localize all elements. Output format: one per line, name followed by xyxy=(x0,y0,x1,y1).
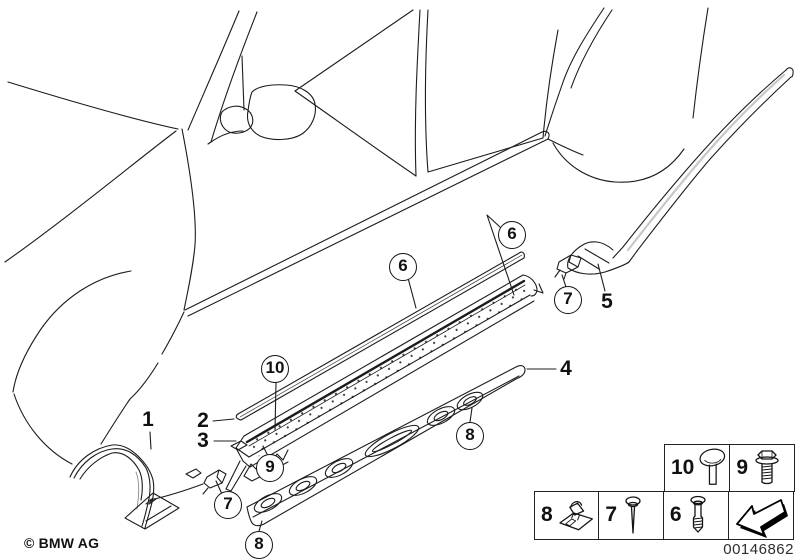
callout-9-bracket[interactable]: 9 xyxy=(256,454,284,482)
legend-cell-6[interactable]: 6 xyxy=(662,490,730,540)
callout-8-sill-cover-end[interactable]: 8 xyxy=(245,531,273,559)
image-number-text: 00146862 xyxy=(723,541,794,558)
legend-number-8: 8 xyxy=(541,503,553,526)
part-1-front-wheel-arch-trim xyxy=(69,444,204,530)
callout-8-sill-cover[interactable]: 8 xyxy=(456,422,484,450)
expanding-rivet-icon xyxy=(625,496,641,534)
part-4-sill-cover xyxy=(246,365,526,527)
hex-flange-screw-icon xyxy=(755,450,779,485)
legend-number-10: 10 xyxy=(671,456,695,479)
label-5-rear-arch-trim[interactable]: 5 xyxy=(601,290,613,313)
legend-number-6: 6 xyxy=(669,503,682,526)
car-body-outline xyxy=(4,7,709,465)
direction-of-travel-arrow-icon xyxy=(736,499,789,538)
side-mirror xyxy=(219,84,316,141)
copyright-text: © BMW AG xyxy=(24,535,100,551)
legend-row-bottom: 8 7 6 xyxy=(534,490,795,540)
legend-number-7: 7 xyxy=(605,503,618,526)
callout-10-board[interactable]: 10 xyxy=(261,355,289,383)
body-clip-icon xyxy=(558,501,593,531)
legend-number-9: 9 xyxy=(736,456,749,479)
label-3-seal-strip[interactable]: 3 xyxy=(197,429,209,452)
clip-part-7-front xyxy=(185,468,227,495)
part-2-sill-strip xyxy=(235,251,525,421)
carriage-bolt-icon xyxy=(699,448,726,485)
clip-part-7-rear xyxy=(554,254,582,280)
screw-rivet-icon xyxy=(689,495,706,533)
legend-cell-8[interactable]: 8 xyxy=(534,490,600,540)
legend-row-top: 10 9 xyxy=(664,444,796,492)
label-1-wheel-arch-trim[interactable]: 1 xyxy=(142,408,154,431)
callout-6-running-board[interactable]: 6 xyxy=(389,253,417,281)
legend-cell-10[interactable]: 10 xyxy=(664,444,731,492)
callout-6-running-board-end[interactable]: 6 xyxy=(498,221,526,249)
running-board xyxy=(225,274,544,492)
label-4-sill-cover[interactable]: 4 xyxy=(560,357,572,380)
part-5-rear-wheel-arch-trim xyxy=(554,67,794,280)
legend-cell-arrow xyxy=(728,490,795,540)
callout-7-front-clip[interactable]: 7 xyxy=(214,491,242,519)
label-2-sill-strip[interactable]: 2 xyxy=(197,409,209,432)
callout-7-rear-clip[interactable]: 7 xyxy=(554,286,582,314)
legend-cell-7[interactable]: 7 xyxy=(598,490,665,540)
legend-cell-9[interactable]: 9 xyxy=(729,444,796,492)
